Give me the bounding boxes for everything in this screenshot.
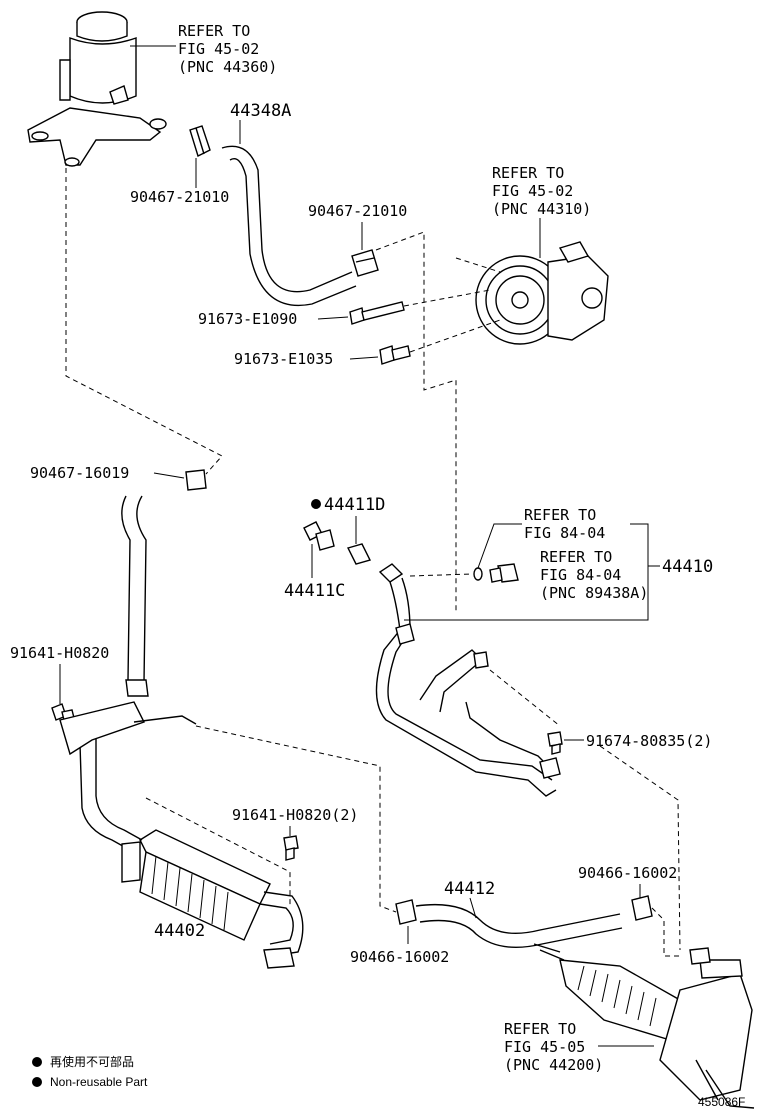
clamp-upper-right: [351, 249, 379, 277]
bolt-80835-label: 91674-80835(2): [586, 732, 712, 750]
legend-bullet-en: [32, 1077, 42, 1087]
union-44411c-label: 44411C: [284, 581, 345, 601]
bolt-h0820-label: 91641-H0820: [10, 644, 109, 662]
clamp-16019-label: 90467-16019: [30, 464, 129, 482]
return-hose-44412: [415, 903, 623, 949]
diagram-code: 455086F: [698, 1095, 745, 1109]
clamp-upper-right-label: 90467-21010: [308, 202, 407, 220]
legend: 再使用不可部品 Non-reusable Part: [32, 1054, 148, 1089]
bolt-e1035-label: 91673-E1035: [234, 350, 333, 368]
oring: [473, 567, 483, 581]
hose-44412-label: 44412: [444, 879, 495, 899]
bolt-h0820-2: [283, 835, 299, 861]
oil-cooler-44402: [59, 701, 304, 969]
tube-44410-label: 44410: [662, 557, 713, 577]
legend-text-en: Non-reusable Part: [50, 1075, 148, 1089]
switch-reference-label: REFER TO FIG 84-04 (PNC 89438A): [540, 548, 648, 602]
svg-text:FIG 84-04: FIG 84-04: [524, 524, 605, 542]
svg-text:REFER TO: REFER TO: [524, 506, 596, 524]
return-hose-left: [121, 495, 149, 697]
reservoir-reference-label: REFER TO FIG 45-02 (PNC 44360): [178, 22, 277, 76]
clamp-16002-left: [395, 899, 417, 925]
clamp-16002-right: [631, 895, 653, 921]
rack-reference-label: REFER TO FIG 45-05 (PNC 44200): [504, 1020, 603, 1074]
svg-text:FIG 45-05: FIG 45-05: [504, 1038, 585, 1056]
pressure-switch: [489, 563, 519, 583]
clamp-upper-left-label: 90467-21010: [130, 188, 229, 206]
steering-rack: [533, 943, 755, 1109]
gasket-44411d: [346, 543, 372, 565]
bolt-80835: [547, 731, 563, 755]
svg-text:(PNC 44200): (PNC 44200): [504, 1056, 603, 1074]
legend-bullet-jp: [32, 1057, 42, 1067]
svg-text:REFER TO: REFER TO: [504, 1020, 576, 1038]
svg-text:(PNC 89438A): (PNC 89438A): [540, 584, 648, 602]
gasket-44411d-label: 44411D: [324, 495, 385, 515]
clamp-16002-left-label: 90466-16002: [350, 948, 449, 966]
bolt-e1090-label: 91673-E1090: [198, 310, 297, 328]
pressure-tube-44410: [375, 563, 561, 797]
clamp-16019: [185, 469, 207, 491]
power-steering-pump: [475, 241, 609, 345]
bolt-h0820-2-label: 91641-H0820(2): [232, 806, 358, 824]
svg-text:FIG 84-04: FIG 84-04: [540, 566, 621, 584]
svg-text:REFER TO: REFER TO: [492, 164, 564, 182]
clamp-16002-right-label: 90466-16002: [578, 864, 677, 882]
cooler-44402-label: 44402: [154, 921, 205, 941]
clamp-upper-left: [189, 125, 211, 157]
bolt-e1035: [379, 345, 411, 365]
union-44411c: [303, 521, 335, 551]
svg-text:FIG 45-02: FIG 45-02: [492, 182, 573, 200]
svg-text:(PNC 44360): (PNC 44360): [178, 58, 277, 76]
hose-44348a: [221, 145, 353, 293]
pump-reference-label: REFER TO FIG 45-02 (PNC 44310): [492, 164, 591, 218]
svg-text:REFER TO: REFER TO: [178, 22, 250, 40]
non-reusable-mark: [311, 499, 321, 509]
svg-text:REFER TO: REFER TO: [540, 548, 612, 566]
bolt-h0820: [51, 703, 75, 721]
svg-text:FIG 45-02: FIG 45-02: [178, 40, 259, 58]
hose-44348a-label: 44348A: [230, 101, 291, 121]
legend-text-jp: 再使用不可部品: [50, 1054, 134, 1069]
svg-text:(PNC 44310): (PNC 44310): [492, 200, 591, 218]
oring-reference-label: REFER TO FIG 84-04: [524, 506, 605, 542]
bolt-e1090: [349, 301, 405, 325]
reservoir-tank: [27, 11, 167, 167]
